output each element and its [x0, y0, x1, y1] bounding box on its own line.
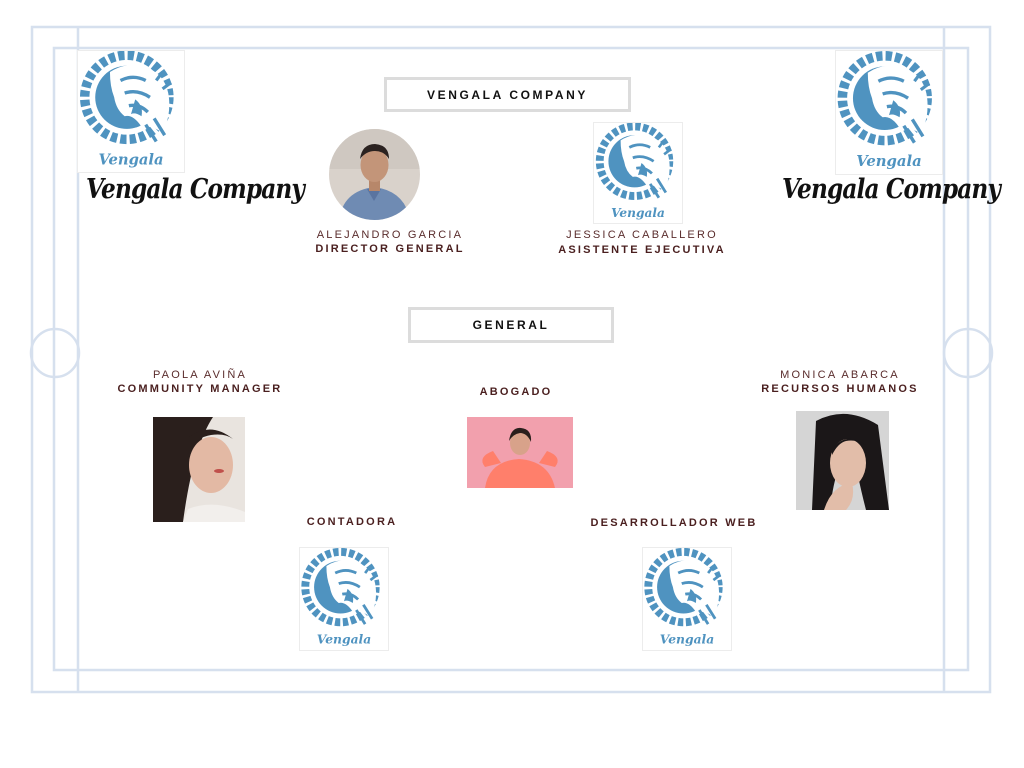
hr-role: RECURSOS HUMANOS — [761, 383, 919, 395]
web-developer-role: DESARROLLADOR WEB — [590, 517, 758, 529]
company-title-box: VENGALA COMPANY — [384, 77, 631, 112]
accountant-logo — [299, 547, 389, 651]
lawyer-photo — [467, 417, 573, 488]
assistant-logo — [593, 122, 683, 224]
director-name: ALEJANDRO GARCIA — [316, 229, 464, 241]
community-manager-name: PAOLA AVIÑA — [152, 369, 248, 381]
accountant-role: CONTADORA — [306, 516, 398, 528]
assistant-name: JESSICA CABALLERO — [566, 229, 718, 241]
community-manager-role: COMMUNITY MANAGER — [117, 383, 283, 395]
lawyer-role: ABOGADO — [479, 386, 553, 398]
general-title-box: GENERAL — [408, 307, 614, 343]
brand-name-left: Vengala Company — [86, 174, 305, 205]
web-developer-logo — [642, 547, 732, 651]
director-role: DIRECTOR GENERAL — [315, 243, 465, 255]
vengala-logo-top-left — [77, 50, 185, 173]
community-manager-photo — [153, 417, 245, 522]
hr-photo — [796, 411, 889, 510]
vengala-logo-top-right — [835, 50, 943, 175]
hr-name: MONICA ABARCA — [780, 369, 900, 381]
director-photo — [329, 129, 420, 220]
assistant-role: ASISTENTE EJECUTIVA — [558, 244, 726, 256]
brand-name-right: Vengala Company — [782, 174, 1001, 205]
